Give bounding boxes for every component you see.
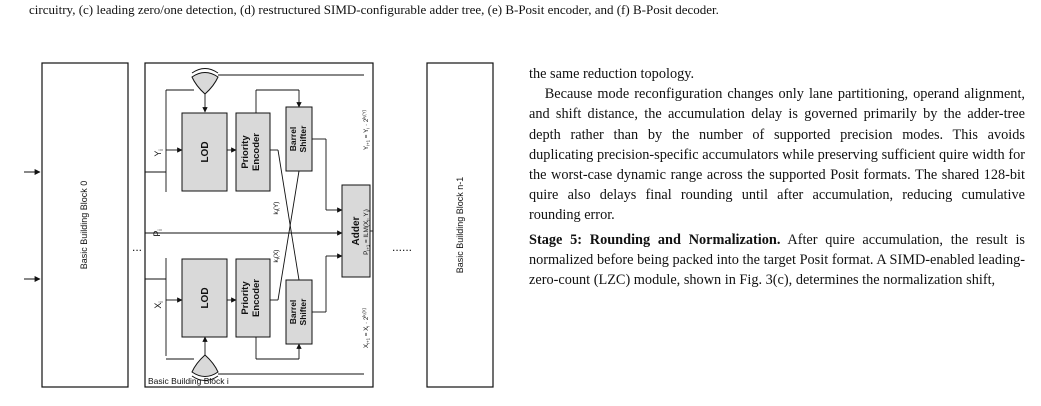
adder-label: Adder <box>351 216 362 245</box>
building-block-n-1 <box>426 62 494 388</box>
xi-label: Xi <box>153 301 165 308</box>
lod-top-label: LOD <box>200 141 211 162</box>
y-next-equation: Yi+1 = Yi · 2ki(Y) <box>362 109 371 150</box>
lod-bottom-label: LOD <box>200 287 211 308</box>
building-block-i-label: Basic Building Block i <box>148 376 229 386</box>
building-block-i <box>144 62 374 388</box>
k-x-label: ki(X) <box>273 250 281 263</box>
xor-gate-bottom <box>191 354 219 377</box>
x-next-equation: Xi+1 = Xi · 2ki(X) <box>362 307 371 348</box>
barrel-shifter-top-label: BarrelShifter <box>288 125 308 153</box>
stage-5-heading: Stage 5: Rounding and Normalization. <box>529 231 781 248</box>
priority-encoder-bottom <box>235 258 271 338</box>
ellipsis-right: ...... <box>392 240 412 254</box>
building-block-0 <box>41 62 129 388</box>
figure-canvas: Basic Building Block 0 Y X ... Basic Bui… <box>24 62 494 388</box>
pi-label: Pi <box>152 229 164 236</box>
p-next-equation: Pi+1 = ILM(Xi, Yi) <box>363 209 371 255</box>
paragraph-stage-5: Stage 5: Rounding and Normalization. Aft… <box>529 230 1025 291</box>
ilm-building-block-figure: Basic Building Block 0 Y X ... Basic Bui… <box>24 50 494 400</box>
barrel-shifter-bottom-label: BarrelShifter <box>288 298 308 326</box>
paragraph-continuation: the same reduction topology. <box>529 66 695 82</box>
yi-label: Yi <box>153 149 165 156</box>
k-y-label: ki(Y) <box>273 202 281 215</box>
building-block-n-1-label: Basic Building Block n-1 <box>455 177 465 274</box>
ellipsis-left: ... <box>132 240 142 254</box>
adder <box>341 184 371 278</box>
stage-5-body: After quire accumulation, the result is … <box>529 231 1025 289</box>
paragraph-accumulation-delay: Because mode reconfiguration changes onl… <box>529 86 1025 224</box>
barrel-shifter-top <box>285 106 313 172</box>
xor-gate-top <box>191 72 219 95</box>
lod-bottom <box>181 258 228 338</box>
cross-wire-b <box>277 170 300 301</box>
body-text-column: the same reduction topology. Because mod… <box>529 64 1025 290</box>
figure-caption-continuation: circuitry, (c) leading zero/one detectio… <box>29 2 719 17</box>
priority-encoder-top-label: PriorityEncoder <box>240 133 262 171</box>
cross-wire-a <box>277 149 300 281</box>
priority-encoder-bottom-label: PriorityEncoder <box>240 279 262 317</box>
building-block-0-label: Basic Building Block 0 <box>79 181 89 270</box>
